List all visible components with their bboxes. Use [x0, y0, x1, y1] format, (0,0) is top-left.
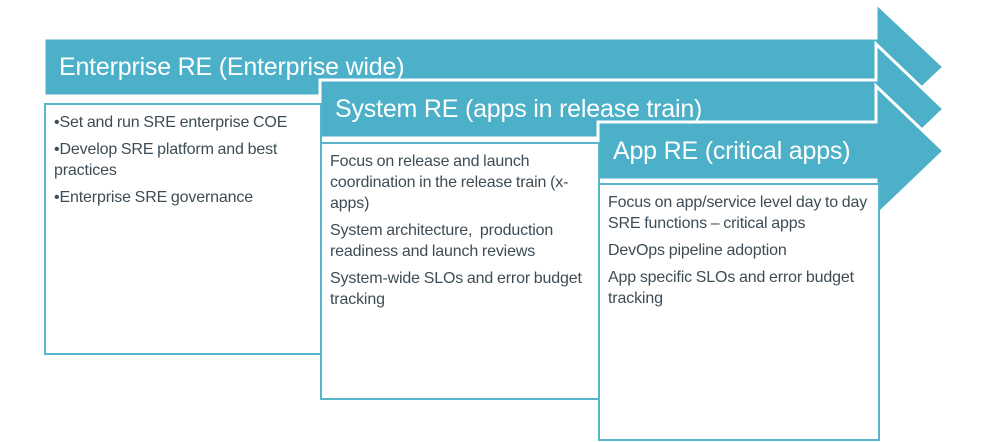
enterprise-content-box: •Set and run SRE enterprise COE •Develop… — [44, 103, 322, 355]
system-content-box: Focus on release and launch coordination… — [320, 142, 600, 400]
app-banner-title: App RE (critical apps) — [613, 136, 851, 165]
list-item: System-wide SLOs and error budget tracki… — [330, 270, 586, 308]
list-item: DevOps pipeline adoption — [608, 242, 787, 259]
enterprise-banner-title: Enterprise RE (Enterprise wide) — [59, 52, 405, 81]
list-item: •Enterprise SRE governance — [54, 189, 254, 206]
list-item: App specific SLOs and error budget track… — [608, 269, 858, 307]
system-banner-title: System RE (apps in release train) — [335, 94, 703, 123]
list-item: Focus on app/service level day to day SR… — [608, 194, 871, 232]
list-item: •Set and run SRE enterprise COE — [54, 114, 288, 131]
list-item: •Develop SRE platform and best practices — [54, 141, 282, 179]
app-content-box: Focus on app/service level day to day SR… — [598, 183, 880, 441]
app-arrow-shape — [596, 82, 947, 220]
list-item: System architecture, production readines… — [330, 222, 557, 260]
list-item: Focus on release and launch coordination… — [330, 153, 569, 212]
